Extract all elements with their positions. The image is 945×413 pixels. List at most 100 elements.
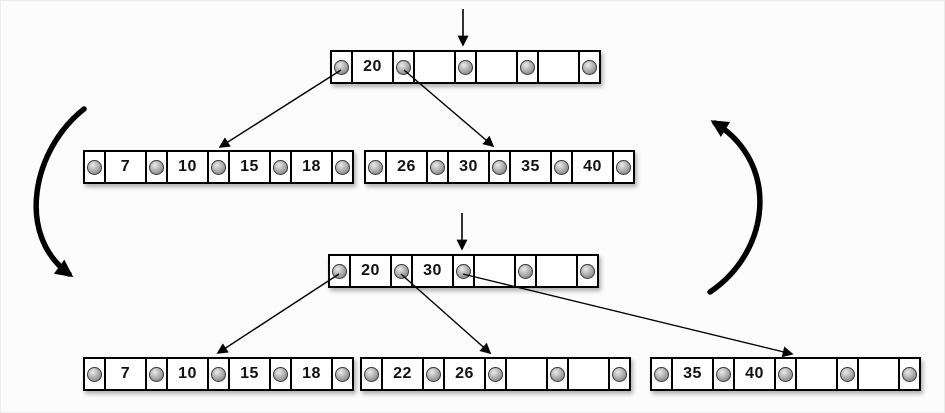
pointer-cell [454, 50, 477, 84]
pointer-cell [392, 50, 415, 84]
pointer-cell [390, 254, 413, 288]
cycle-arrow-left-down [33, 106, 87, 278]
pointer-cell [516, 50, 539, 84]
pointer-dot-icon [335, 366, 350, 382]
pointer-cell [576, 254, 599, 288]
pointer-dot-icon [458, 59, 473, 75]
key-cell: 30 [411, 254, 454, 288]
key-cell: 26 [443, 357, 486, 391]
pointer-cell [207, 357, 230, 391]
pointer-dot-icon [335, 159, 350, 175]
pointer-cell [712, 357, 735, 391]
pointer-cell [364, 150, 387, 184]
pointer-dot-icon [149, 366, 164, 382]
key-cell: 26 [385, 150, 428, 184]
pointer-dot-icon [273, 159, 288, 175]
pointer-cell [269, 357, 292, 391]
pointer-cell [514, 254, 537, 288]
child-pointer-arrow-after-left [216, 273, 340, 354]
pointer-dot-icon [582, 59, 597, 75]
pointer-cell [331, 357, 354, 391]
pointer-cell [550, 150, 573, 184]
pointer-dot-icon [364, 366, 379, 382]
pointer-dot-icon [492, 159, 507, 175]
pointer-dot-icon [273, 366, 288, 382]
pointer-cell [484, 357, 507, 391]
pointer-dot-icon [211, 159, 226, 175]
pointer-dot-icon [394, 263, 409, 279]
pointer-cell [426, 150, 449, 184]
pointer-dot-icon [554, 159, 569, 175]
key-cell [567, 357, 610, 391]
key-cell: 15 [228, 357, 271, 391]
pointer-cell [83, 150, 106, 184]
pointer-dot-icon [550, 366, 565, 382]
pointer-cell [774, 357, 797, 391]
pointer-dot-icon [87, 159, 102, 175]
key-cell [795, 357, 838, 391]
pointer-cell [145, 150, 168, 184]
pointer-dot-icon [654, 366, 669, 382]
cycle-arrow-right-up [707, 120, 763, 295]
pointer-cell [608, 357, 631, 391]
pointer-dot-icon [430, 159, 445, 175]
pointer-cell [328, 254, 351, 288]
pointer-cell [145, 357, 168, 391]
btree-node-leaf-after-right: 35 40 [650, 357, 921, 391]
pointer-dot-icon [902, 366, 917, 382]
pointer-cell [452, 254, 475, 288]
pointer-cell [578, 50, 601, 84]
pointer-dot-icon [426, 366, 441, 382]
key-cell: 7 [104, 357, 147, 391]
btree-node-leaf-before-right: 26 30 35 40 [364, 150, 635, 184]
pointer-dot-icon [456, 263, 471, 279]
pointer-cell [422, 357, 445, 391]
btree-node-root-after: 20 30 [328, 254, 599, 288]
key-cell: 10 [166, 357, 209, 391]
key-cell: 20 [351, 50, 394, 84]
btree-node-leaf-after-middle: 22 26 [360, 357, 631, 391]
key-cell: 35 [671, 357, 714, 391]
key-cell: 18 [290, 357, 333, 391]
pointer-dot-icon [716, 366, 731, 382]
key-cell [535, 254, 578, 288]
pointer-cell [83, 357, 106, 391]
pointer-dot-icon [211, 366, 226, 382]
pointer-cell [546, 357, 569, 391]
pointer-cell [331, 150, 354, 184]
pointer-dot-icon [580, 263, 595, 279]
pointer-dot-icon [87, 366, 102, 382]
pointer-dot-icon [778, 366, 793, 382]
pointer-dot-icon [616, 159, 631, 175]
pointer-dot-icon [396, 59, 411, 75]
pointer-dot-icon [149, 159, 164, 175]
pointer-dot-icon [334, 59, 349, 75]
key-cell [857, 357, 900, 391]
pointer-dot-icon [840, 366, 855, 382]
pointer-cell [836, 357, 859, 391]
btree-node-leaf-before-left: 7 10 15 18 [83, 150, 354, 184]
pointer-cell [207, 150, 230, 184]
pointer-dot-icon [488, 366, 503, 382]
key-cell: 35 [509, 150, 552, 184]
pointer-dot-icon [368, 159, 383, 175]
key-cell: 15 [228, 150, 271, 184]
pointer-dot-icon [520, 59, 535, 75]
pointer-dot-icon [332, 263, 347, 279]
key-cell: 20 [349, 254, 392, 288]
key-cell: 18 [290, 150, 333, 184]
key-cell [473, 254, 516, 288]
key-cell [537, 50, 580, 84]
pointer-cell [360, 357, 383, 391]
btree-node-leaf-after-left: 7 10 15 18 [83, 357, 354, 391]
pointer-dot-icon [612, 366, 627, 382]
key-cell: 7 [104, 150, 147, 184]
key-cell: 40 [571, 150, 614, 184]
key-cell: 30 [447, 150, 490, 184]
pointer-cell [612, 150, 635, 184]
key-cell: 22 [381, 357, 424, 391]
key-cell [413, 50, 456, 84]
pointer-cell [330, 50, 353, 84]
btree-node-root-before: 20 [330, 50, 601, 84]
